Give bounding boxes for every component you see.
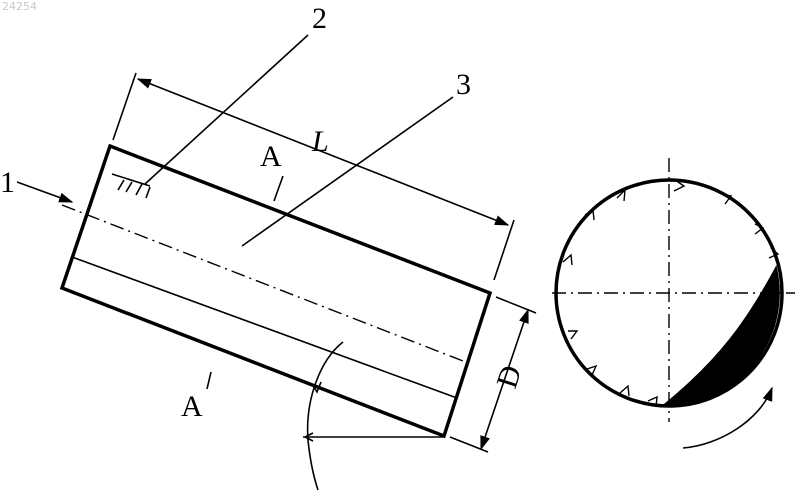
leader-lines	[145, 35, 453, 389]
cross-section	[552, 158, 795, 448]
label-length: L	[311, 125, 329, 158]
label-diameter: D	[490, 361, 528, 392]
label-part-3: 3	[456, 68, 471, 101]
label-section-bottom: A	[181, 390, 203, 423]
leader-2	[145, 35, 308, 184]
dimension-length	[113, 73, 514, 280]
angle-arc	[308, 342, 343, 490]
label-part-1: 1	[0, 166, 15, 199]
inner-line	[72, 257, 457, 398]
angle-construction	[303, 342, 444, 490]
feed-arrow	[17, 182, 72, 202]
axis-centerline	[62, 205, 463, 361]
ground-segment	[663, 268, 779, 406]
label-section-top: A	[260, 140, 282, 173]
cylinder-outline	[62, 146, 490, 436]
section-tick-bottom	[207, 372, 211, 389]
cutting-marks	[112, 174, 150, 198]
label-part-2: 2	[312, 2, 327, 35]
section-tick-top	[274, 176, 283, 201]
cylinder-body	[62, 146, 490, 436]
